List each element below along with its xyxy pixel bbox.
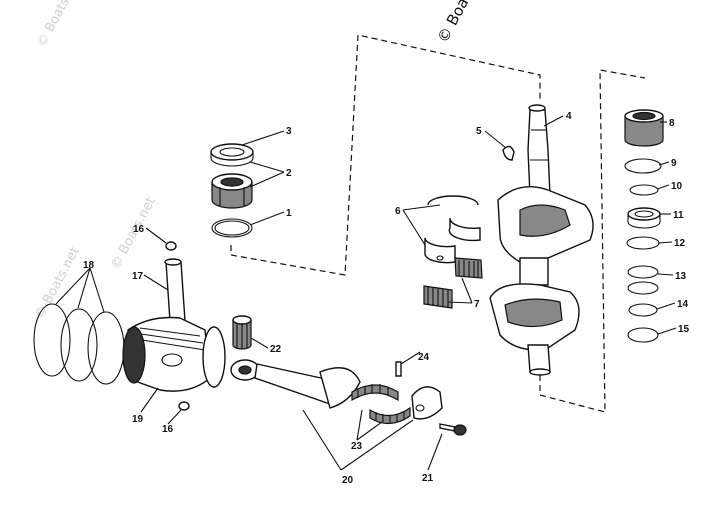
part-7-needle-bearings <box>423 257 483 309</box>
part-3-seal <box>210 143 254 167</box>
part-13-retaining-ring <box>627 265 659 295</box>
callout-20: 20 <box>342 475 354 486</box>
part-2-bearing <box>211 173 253 209</box>
callout-9: 9 <box>671 158 677 169</box>
assembly-guide-lines <box>230 34 646 413</box>
part-23-rod-bearing <box>351 384 411 425</box>
part-14-washer <box>628 303 658 317</box>
part-20-rod-cap <box>411 386 443 420</box>
callout-12: 12 <box>674 238 686 249</box>
part-22-needle-bearing <box>232 315 252 350</box>
watermark-main: © Boats.net <box>434 0 493 46</box>
part-16-clip-upper <box>165 241 177 251</box>
part-12-o-ring <box>626 236 660 250</box>
callout-16-lower: 16 <box>162 424 174 435</box>
callout-2: 2 <box>286 168 292 179</box>
part-21-screw <box>439 423 467 436</box>
callout-14: 14 <box>677 299 689 310</box>
part-24-dowel <box>395 361 402 377</box>
callout-1: 1 <box>286 208 292 219</box>
callout-7: 7 <box>474 299 480 310</box>
callout-24: 24 <box>418 352 430 363</box>
callout-19: 19 <box>132 414 144 425</box>
callout-23: 23 <box>351 441 363 452</box>
callout-15: 15 <box>678 324 690 335</box>
watermark-top-left: © Boats. <box>34 0 74 50</box>
part-15-o-ring <box>627 327 659 343</box>
callout-22: 22 <box>270 344 282 355</box>
part-9-o-ring <box>624 158 662 174</box>
part-11-seal <box>627 207 661 229</box>
part-20-connecting-rod <box>230 359 361 409</box>
callout-3: 3 <box>286 126 292 137</box>
callout-13: 13 <box>675 271 687 282</box>
callout-18: 18 <box>83 260 95 271</box>
part-10-washer <box>629 184 659 196</box>
callout-6: 6 <box>395 206 401 217</box>
callout-8: 8 <box>669 118 675 129</box>
callout-10: 10 <box>671 181 683 192</box>
callout-labels: 1 2 3 4 5 6 7 8 9 10 11 12 13 14 15 16 1… <box>83 111 690 486</box>
part-6-bearing-halves <box>424 195 481 264</box>
leader-lines <box>55 115 677 471</box>
part-5-key <box>502 145 515 161</box>
part-1-o-ring <box>211 218 253 238</box>
part-4-crankshaft <box>489 104 594 376</box>
callout-16-upper: 16 <box>133 224 145 235</box>
callout-17: 17 <box>132 271 144 282</box>
part-16-clip-lower <box>178 401 190 411</box>
callout-11: 11 <box>673 210 684 221</box>
part-19-piston <box>122 316 226 392</box>
part-8-bearing <box>624 109 664 147</box>
callout-21: 21 <box>422 473 434 484</box>
callout-4: 4 <box>566 111 572 122</box>
callout-5: 5 <box>476 126 482 137</box>
